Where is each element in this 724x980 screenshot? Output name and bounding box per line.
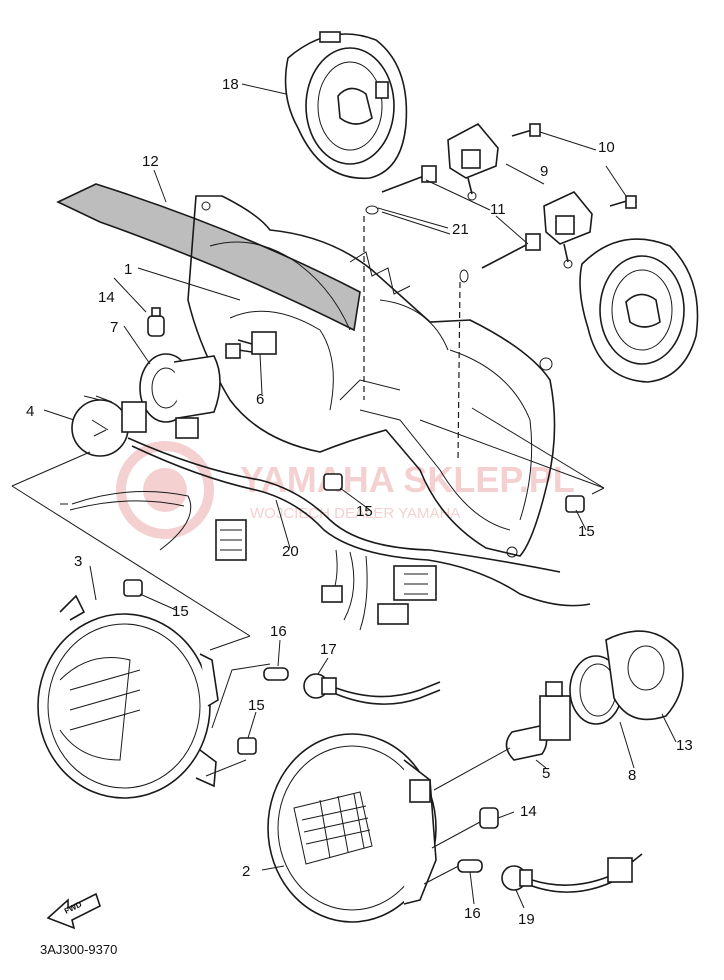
label-4: 4 — [26, 403, 34, 420]
label-1: 1 — [124, 261, 132, 278]
part-15-grommets — [123, 473, 585, 755]
label-8: 8 — [628, 767, 636, 784]
label-5: 5 — [542, 765, 550, 782]
leader-14-lower — [431, 821, 481, 849]
part-6-connector — [225, 331, 277, 359]
leader-16-top — [211, 663, 271, 729]
document-code: 3AJ300-9370 — [40, 942, 117, 957]
part-number-labels: 18 12 1 14 7 4 6 10 9 11 21 15 15 20 3 1… — [26, 76, 693, 928]
watermark-logo-inner — [143, 468, 187, 512]
main-headlight-stay — [187, 195, 556, 558]
label-11: 11 — [490, 201, 506, 218]
label-17: 17 — [320, 641, 337, 658]
label-10: 10 — [598, 139, 615, 156]
label-19: 19 — [518, 911, 535, 928]
leader-1 — [137, 267, 241, 301]
label-6: 6 — [256, 391, 264, 408]
label-15-lower: 15 — [248, 697, 265, 714]
part-13-rubber-cover — [605, 630, 684, 721]
part-20-wiring-harness — [60, 437, 591, 631]
watermark-logo-circle — [116, 441, 214, 539]
part-3-headlight-left — [37, 594, 219, 799]
label-9: 9 — [540, 163, 548, 180]
label-18: 18 — [222, 76, 239, 93]
label-2: 2 — [242, 863, 250, 880]
assembly-guide-lines — [11, 407, 605, 651]
label-7: 7 — [110, 319, 118, 336]
part-10-bolts — [511, 123, 637, 209]
watermark-tagline: WOJCIECH DEALER YAMAHA — [250, 505, 460, 522]
part-21-orings — [363, 205, 469, 461]
part-17-socket-wire — [303, 673, 441, 705]
label-15-left: 15 — [172, 603, 189, 620]
lens-pattern — [293, 791, 373, 865]
part-5-halogen-bulb — [433, 681, 571, 791]
label-12: 12 — [142, 153, 159, 170]
part-16-bulb-lower — [457, 859, 483, 873]
label-13: 13 — [676, 737, 693, 754]
label-16-top: 16 — [270, 623, 287, 640]
watermark: YAMAHA SKLEP.PL WOJCIECH DEALER YAMAHA — [116, 441, 575, 539]
front-direction-arrow: FWD — [46, 892, 101, 930]
part-18-cover — [284, 31, 408, 180]
label-15-right: 15 — [578, 523, 595, 540]
label-3: 3 — [74, 553, 82, 570]
leader-lines — [43, 83, 677, 909]
part-7-socket — [139, 353, 221, 439]
part-14-bulb-holder-top — [147, 307, 165, 337]
label-21: 21 — [452, 221, 469, 238]
label-15-center: 15 — [356, 503, 373, 520]
part-4-bulb — [71, 395, 147, 457]
label-16-lower: 16 — [464, 905, 481, 922]
part-9-bracket-lower — [543, 191, 593, 269]
label-14-top: 14 — [98, 289, 115, 306]
part-19-socket-wire — [501, 853, 643, 893]
leader-15-lower — [205, 759, 247, 777]
label-20: 20 — [282, 543, 299, 560]
part-12-strip — [56, 183, 361, 332]
part-14-bulb-holder-lower — [479, 807, 499, 829]
part-18-cover-right — [579, 238, 699, 383]
label-14-lower: 14 — [520, 803, 537, 820]
part-16-bulb-upper — [263, 667, 289, 681]
part-2-headlight-front — [267, 733, 437, 923]
part-9-bracket-upper — [447, 122, 499, 201]
part-11-bolts — [381, 165, 541, 269]
watermark-brand: YAMAHA SKLEP.PL — [240, 459, 575, 500]
